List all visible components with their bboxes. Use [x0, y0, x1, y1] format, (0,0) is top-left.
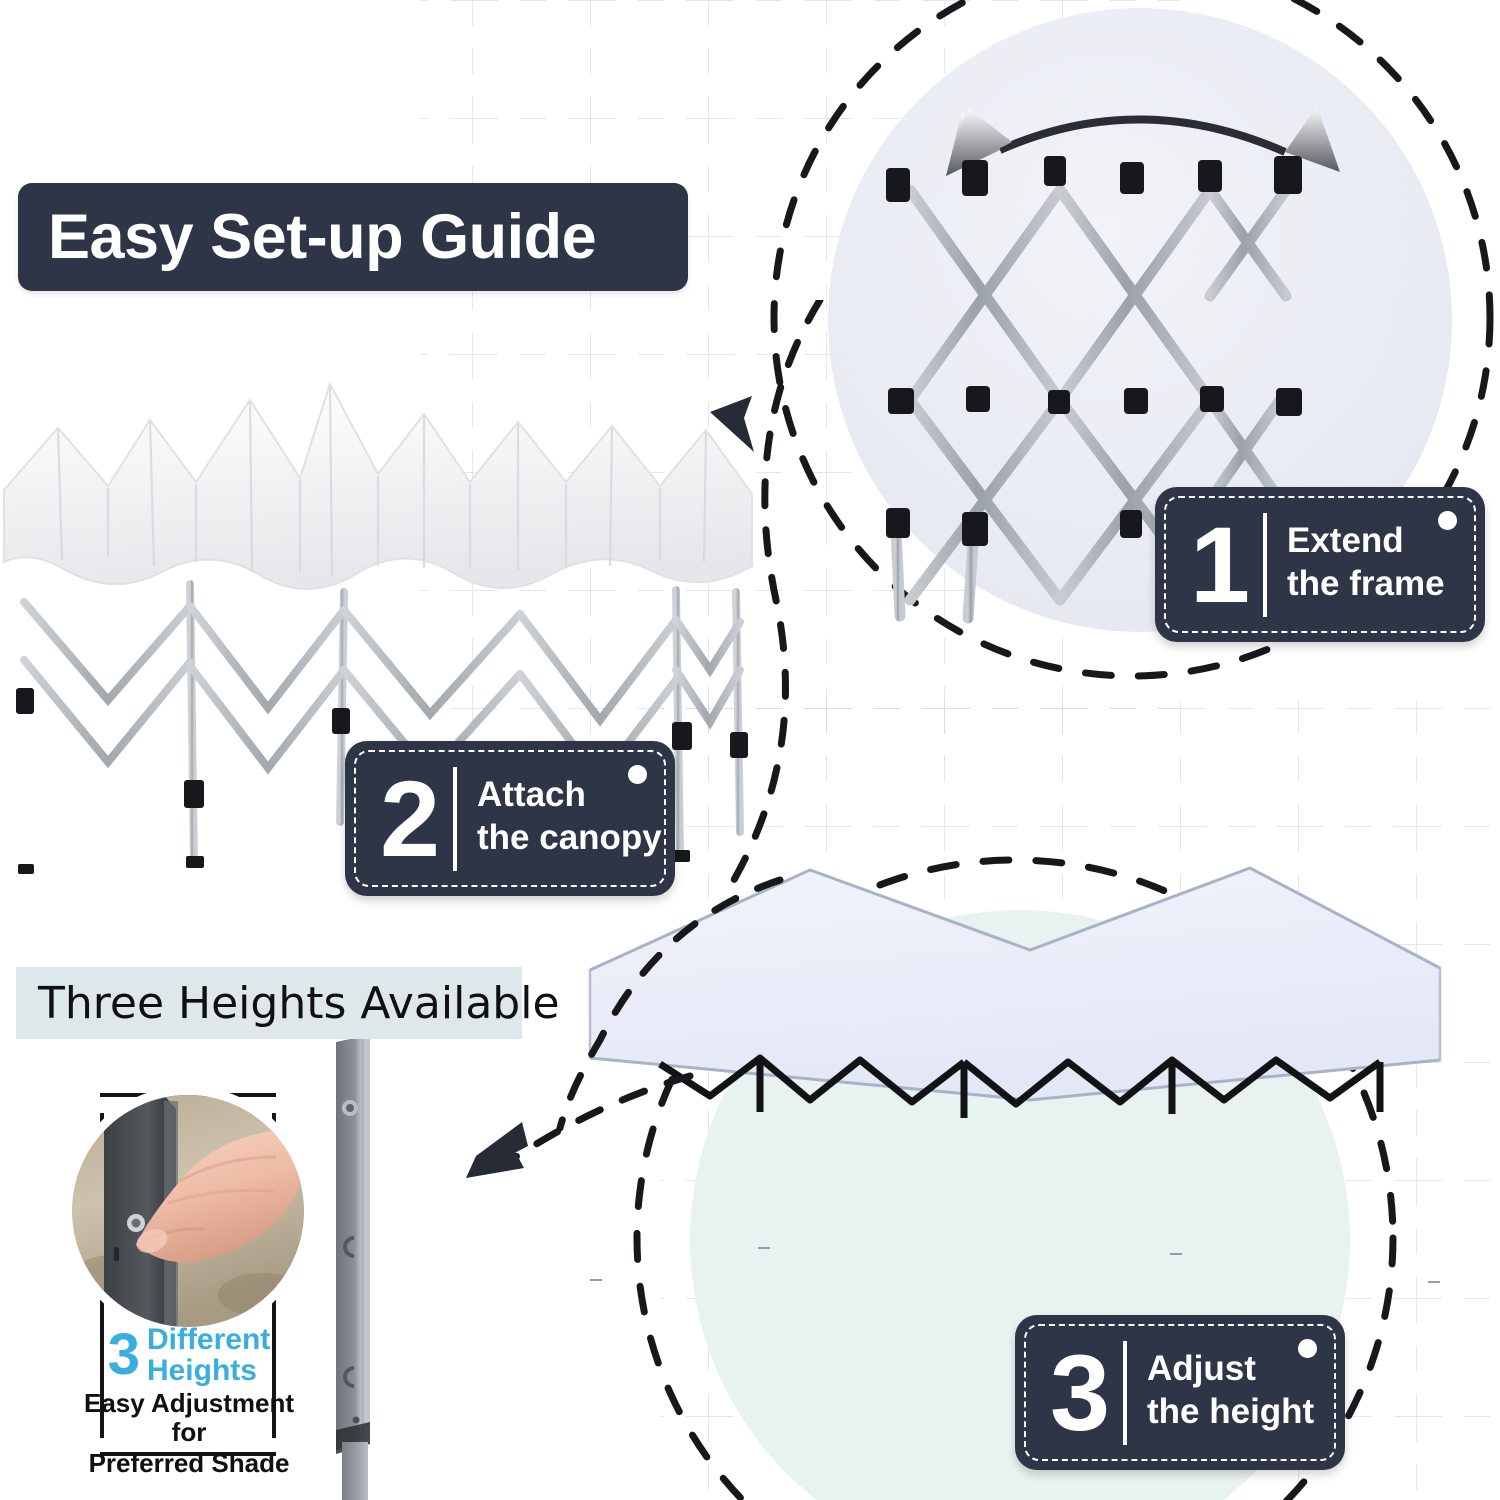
badge-divider [1123, 1340, 1127, 1445]
connector-step3-leg [466, 1072, 694, 1178]
inset-number: 3 [107, 1322, 140, 1388]
truss-zigzag [658, 1054, 1384, 1118]
canopy-fabric [3, 381, 753, 590]
step3-dashed-ring [633, 856, 1397, 1500]
inset-accent-line1: Different [146, 1323, 271, 1356]
inset-accent-text: Different Heights [146, 1323, 271, 1387]
arrowhead-icon [466, 1122, 528, 1178]
step1-scene [770, 0, 1494, 680]
step-badge-3[interactable]: 3 Adjust the height [1015, 1315, 1345, 1470]
connector-step2-step3 [556, 876, 784, 1132]
page-title: Easy Set-up Guide [48, 202, 597, 272]
telescoping-leg-graphic [336, 1036, 370, 1500]
inset-accent-line2: Heights [146, 1353, 257, 1387]
badge-divider [453, 766, 457, 871]
heights-inset-caption: 3 Different Heights Easy Adjustment for … [78, 1322, 300, 1479]
step-label-line1: Adjust [1147, 1348, 1256, 1388]
step-label-line1: Extend [1287, 520, 1404, 560]
badge-hole-icon [1298, 1339, 1317, 1358]
step-number: 2 [379, 757, 441, 879]
step-label: Extend the frame [1287, 520, 1445, 609]
step1-dashed-ring [770, 0, 1494, 680]
heights-heading-band: Three Heights Available [16, 967, 560, 1039]
step-label-line2: the canopy [477, 817, 662, 857]
step-label-line1: Attach [477, 774, 586, 814]
badge-divider [1263, 512, 1267, 617]
step-label: Adjust the height [1147, 1348, 1314, 1437]
arrowhead-icon [710, 396, 754, 452]
connector-step1-step2 [710, 300, 824, 904]
leg-telescope-joints [590, 1247, 1440, 1283]
push-button-photo [72, 1095, 304, 1327]
frame-foot-blocks [16, 688, 748, 874]
expand-arrow-icon [946, 106, 1340, 176]
badge-hole-icon [628, 765, 647, 784]
step-label: Attach the canopy [477, 774, 662, 863]
inset-sub-line2: Preferred Shade [88, 1448, 290, 1479]
step-badge-1[interactable]: 1 Extend the frame [1155, 487, 1485, 642]
step-label-line2: the frame [1287, 563, 1445, 603]
step-number: 3 [1049, 1331, 1111, 1453]
badge-hole-icon [1438, 511, 1457, 530]
step-badge-2[interactable]: 2 Attach the canopy [345, 741, 675, 896]
step-number: 1 [1189, 503, 1251, 625]
step-label-line2: the height [1147, 1391, 1315, 1431]
heights-heading: Three Heights Available [38, 977, 560, 1029]
page-title-banner: Easy Set-up Guide [18, 183, 688, 291]
inset-sub-line1: Easy Adjustment for [84, 1388, 294, 1447]
panel-bottom-gap [100, 1438, 276, 1452]
